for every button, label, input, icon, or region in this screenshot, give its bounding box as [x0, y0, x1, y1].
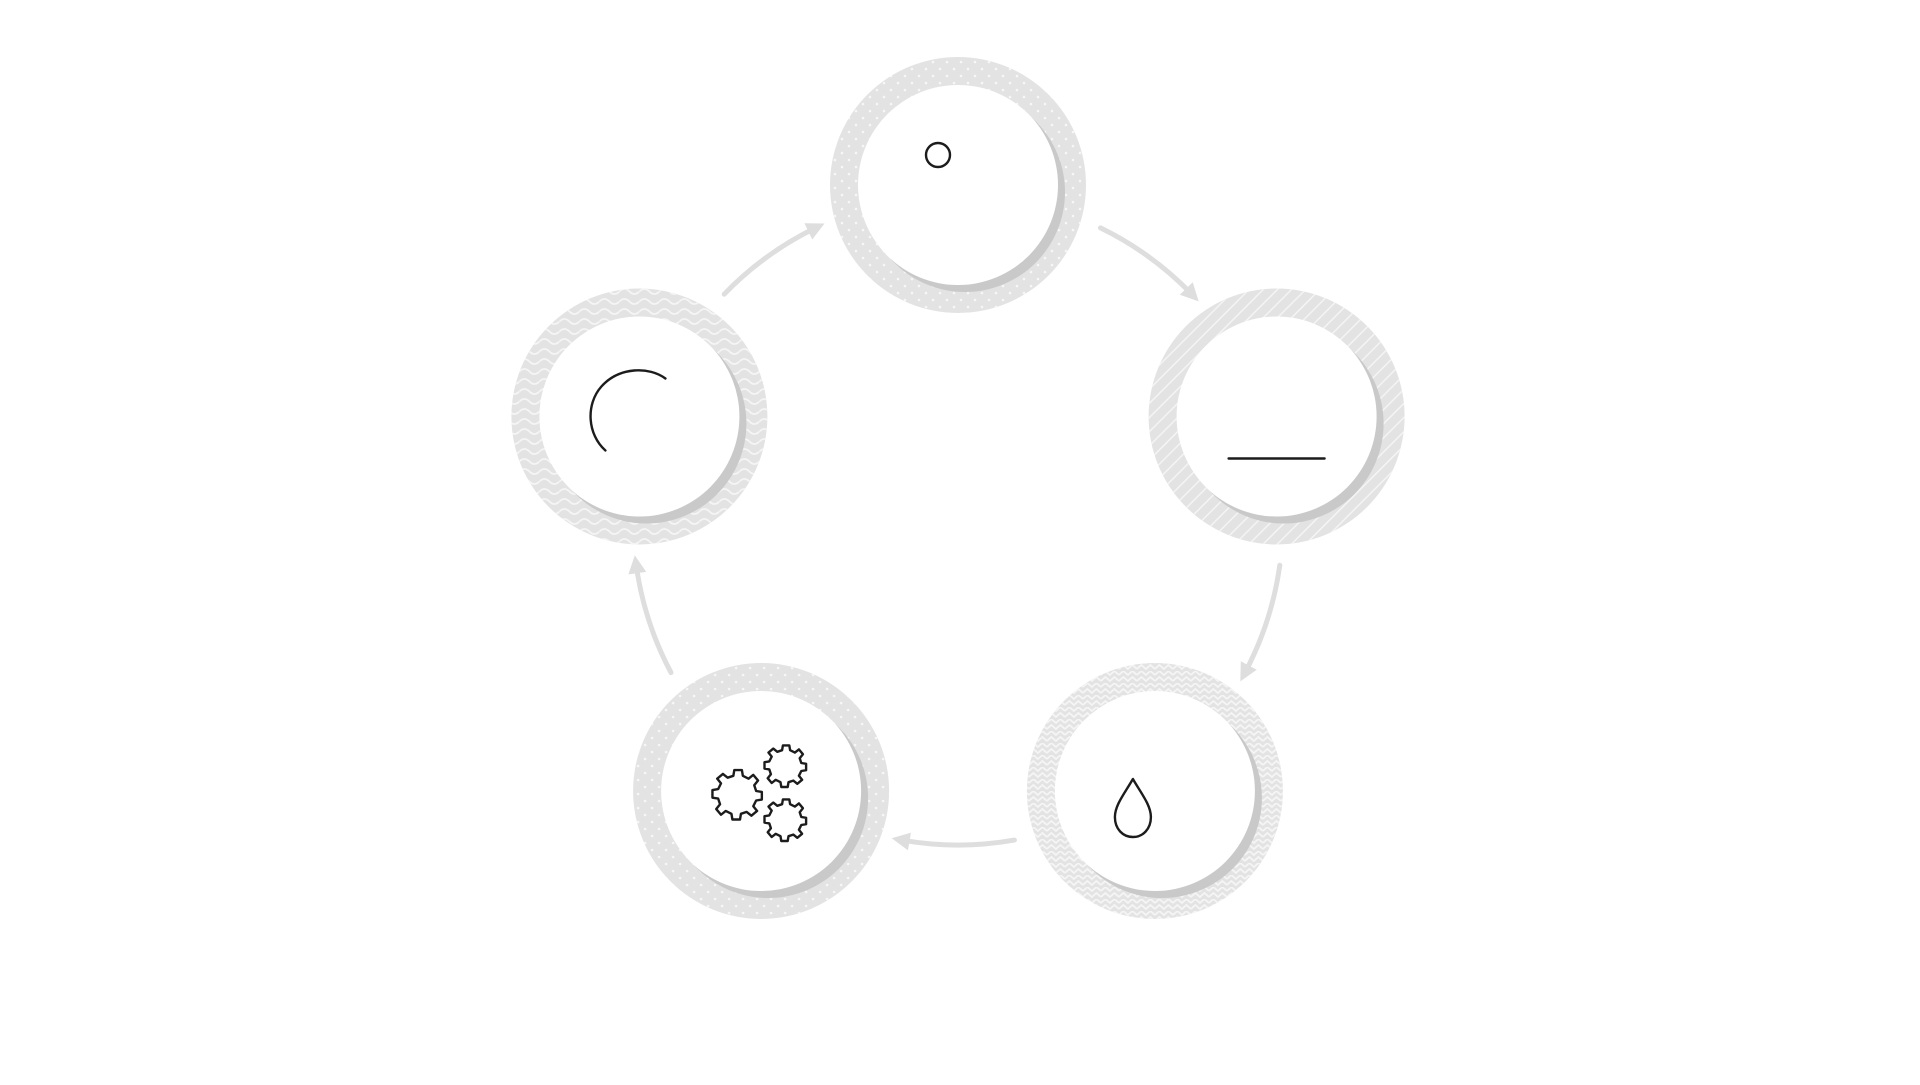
grazing-cow-sun-icon [926, 143, 950, 167]
cycle-connectors [628, 223, 1283, 851]
connector-arrowhead [804, 223, 825, 240]
gears-icon [712, 745, 806, 841]
connector-arrowhead [628, 555, 647, 575]
cycle-node-water [1026, 663, 1283, 919]
connector-arc [1242, 562, 1283, 676]
node-inner-disc [1054, 691, 1255, 891]
connector-arc [721, 225, 818, 297]
cycle-node-energy [511, 288, 768, 545]
cycle-node-processing [633, 663, 890, 919]
renewable-energy-icon [591, 370, 666, 450]
connector-arc [1098, 225, 1195, 297]
connector-arrowhead [891, 832, 911, 851]
node-inner-disc [539, 316, 740, 517]
connector-arrowhead [1240, 661, 1257, 682]
connector-arc [899, 837, 1017, 848]
water-drops-icon [1115, 779, 1151, 837]
connector-arc [633, 562, 674, 676]
connector-arrowhead [1179, 282, 1199, 302]
cycle-node-grazing [830, 57, 1086, 313]
node-inner-disc [1176, 316, 1377, 517]
cycle-nodes [511, 57, 1405, 919]
cycle-node-factory [1148, 288, 1405, 545]
node-inner-disc [858, 85, 1058, 285]
